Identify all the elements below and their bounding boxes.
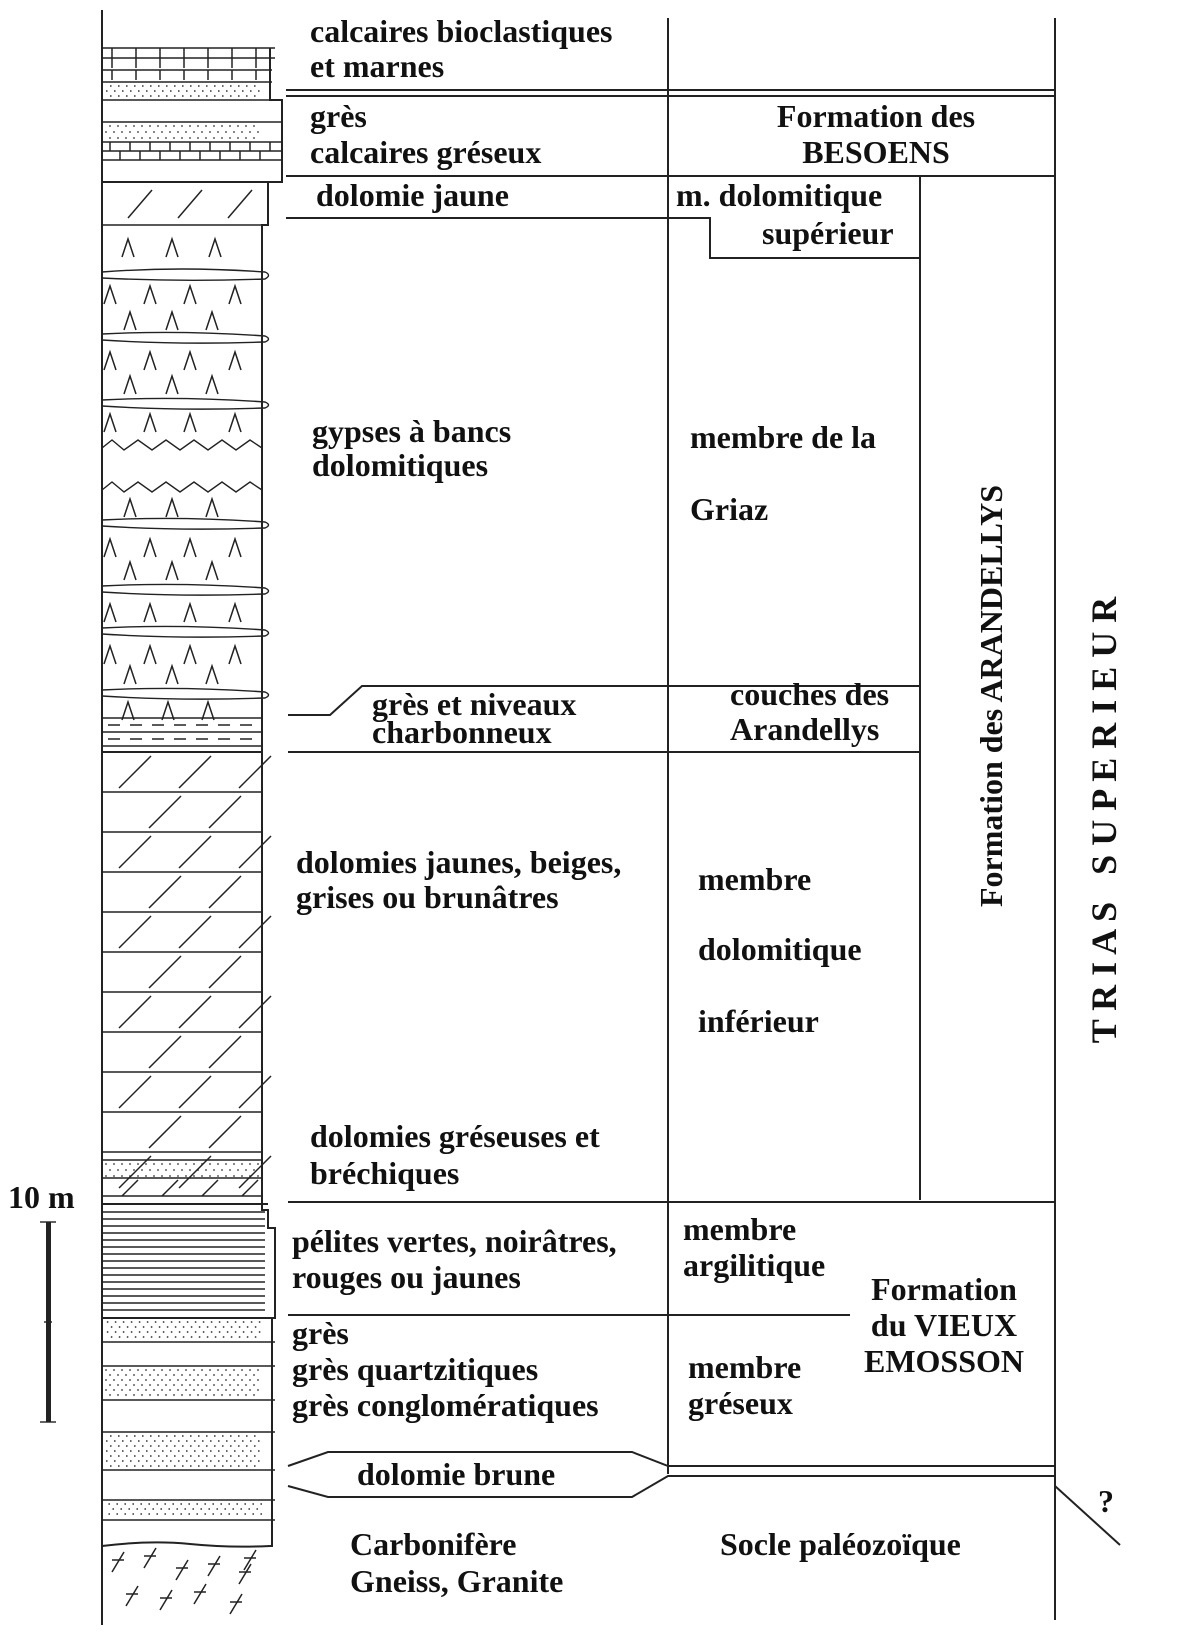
scale-bar: 10 m [8,1179,75,1423]
lithology-column [101,10,283,1625]
label-question-mark: ? [1098,1483,1114,1519]
label-formation-arandellys: Formation des ARANDELLYS [973,485,1009,907]
label-pelites: pélites vertes, noirâtres,rouges ou jaun… [292,1223,617,1295]
label-dolomie-jaune: dolomie jaune [316,177,509,213]
bed-boundaries [101,47,282,1548]
label-dolomie-brune: dolomie brune [357,1456,555,1492]
scale-label: 10 m [8,1179,75,1215]
label-dolomies: dolomies jaunes, beiges,grises ou brunât… [296,844,621,915]
lithology-patterns [102,48,282,1615]
label-socle-paleozoique: Socle paléozoïque [720,1526,961,1562]
label-trias-superieur: T R I A S S U P E R I E U R [1084,596,1124,1043]
table-frame [286,18,1121,1620]
